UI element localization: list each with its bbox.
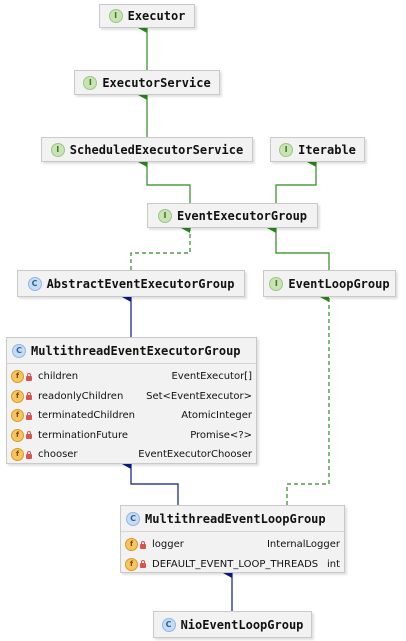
field-name: DEFAULT_EVENT_LOOP_THREADS bbox=[152, 558, 319, 570]
node-executor[interactable]: I Executor bbox=[99, 4, 195, 28]
field-icon: f bbox=[11, 389, 24, 403]
lock-icon bbox=[140, 540, 146, 549]
node-title: ExecutorService bbox=[102, 75, 211, 90]
node-title: NioEventLoopGroup bbox=[180, 617, 304, 632]
field-icon: f bbox=[11, 370, 24, 384]
field-list: f children EventExecutor[] f readonlyChi… bbox=[7, 364, 256, 467]
field-name: chooser bbox=[38, 449, 78, 461]
interface-icon: I bbox=[108, 9, 123, 23]
node-executor-service[interactable]: I ExecutorService bbox=[74, 70, 220, 95]
node-title: MultithreadEventExecutorGroup bbox=[31, 343, 241, 358]
lock-icon bbox=[26, 450, 32, 459]
edge-melg-elg bbox=[286, 292, 330, 505]
field-name: terminationFuture bbox=[38, 429, 128, 441]
field-row[interactable]: f terminatedChildren AtomicInteger bbox=[7, 406, 256, 426]
lock-icon bbox=[140, 560, 146, 569]
field-name: terminatedChildren bbox=[38, 410, 136, 422]
field-row[interactable]: f readonlyChildren Set<EventExecutor> bbox=[7, 387, 256, 407]
field-name: readonlyChildren bbox=[38, 390, 124, 402]
field-row[interactable]: f DEFAULT_EVENT_LOOP_THREADS int bbox=[121, 555, 344, 575]
edge-melg-meeg bbox=[122, 459, 179, 505]
class-icon: C bbox=[126, 511, 140, 526]
edge-aeeg-eeg bbox=[130, 223, 191, 270]
lock-icon bbox=[26, 372, 32, 381]
field-type: Promise<?> bbox=[190, 429, 252, 441]
field-icon: f bbox=[11, 428, 24, 442]
field-type: EventExecutorChooser bbox=[138, 449, 252, 461]
field-name: logger bbox=[152, 539, 184, 551]
field-type: EventExecutor[] bbox=[171, 371, 252, 383]
node-multithread-event-loop-group[interactable]: C MultithreadEventLoopGroup f logger Int… bbox=[120, 505, 345, 573]
field-icon: f bbox=[125, 557, 138, 571]
lock-icon bbox=[26, 392, 32, 401]
field-row[interactable]: f terminationFuture Promise<?> bbox=[7, 426, 256, 446]
node-title: ScheduledExecutorService bbox=[69, 142, 244, 157]
field-name: children bbox=[38, 371, 79, 383]
interface-icon: I bbox=[269, 276, 284, 291]
field-type: int bbox=[326, 558, 340, 570]
field-row[interactable]: f logger InternalLogger bbox=[121, 535, 344, 555]
class-icon: C bbox=[12, 343, 26, 358]
interface-icon: I bbox=[279, 142, 294, 157]
node-scheduled-executor-service[interactable]: I ScheduledExecutorService bbox=[41, 137, 253, 162]
interface-icon: I bbox=[50, 142, 65, 157]
field-type: AtomicInteger bbox=[181, 410, 252, 422]
field-list: f logger InternalLogger f DEFAULT_EVENT_… bbox=[121, 532, 344, 576]
lock-icon bbox=[26, 431, 32, 440]
class-icon: C bbox=[161, 617, 176, 632]
node-event-loop-group[interactable]: I EventLoopGroup bbox=[263, 270, 396, 297]
edge-eeg-iterable bbox=[275, 157, 317, 203]
interface-icon: I bbox=[83, 75, 98, 90]
node-abstract-event-executor-group[interactable]: C AbstractEventExecutorGroup bbox=[17, 270, 245, 297]
node-iterable[interactable]: I Iterable bbox=[270, 137, 365, 162]
edge-elg-eeg bbox=[267, 223, 330, 270]
node-title: AbstractEventExecutorGroup bbox=[46, 276, 235, 291]
edge-eeg-scheduled bbox=[138, 157, 191, 203]
node-title: EventExecutorGroup bbox=[176, 208, 308, 223]
interface-icon: I bbox=[157, 208, 172, 223]
field-type: Set<EventExecutor> bbox=[146, 390, 252, 402]
field-row[interactable]: f chooser EventExecutorChooser bbox=[7, 445, 256, 465]
field-icon: f bbox=[11, 448, 24, 462]
field-type: InternalLogger bbox=[266, 539, 340, 551]
field-icon: f bbox=[11, 409, 24, 423]
node-title: Iterable bbox=[298, 142, 356, 157]
field-row[interactable]: f children EventExecutor[] bbox=[7, 367, 256, 387]
node-multithread-event-executor-group[interactable]: C MultithreadEventExecutorGroup f childr… bbox=[6, 337, 257, 464]
node-title: Executor bbox=[127, 9, 186, 23]
node-title: MultithreadEventLoopGroup bbox=[145, 511, 326, 526]
lock-icon bbox=[26, 411, 32, 420]
node-event-executor-group[interactable]: I EventExecutorGroup bbox=[147, 203, 318, 228]
class-icon: C bbox=[27, 276, 42, 291]
node-nio-event-loop-group[interactable]: C NioEventLoopGroup bbox=[153, 611, 312, 638]
field-icon: f bbox=[125, 538, 138, 552]
node-title: EventLoopGroup bbox=[288, 276, 390, 291]
